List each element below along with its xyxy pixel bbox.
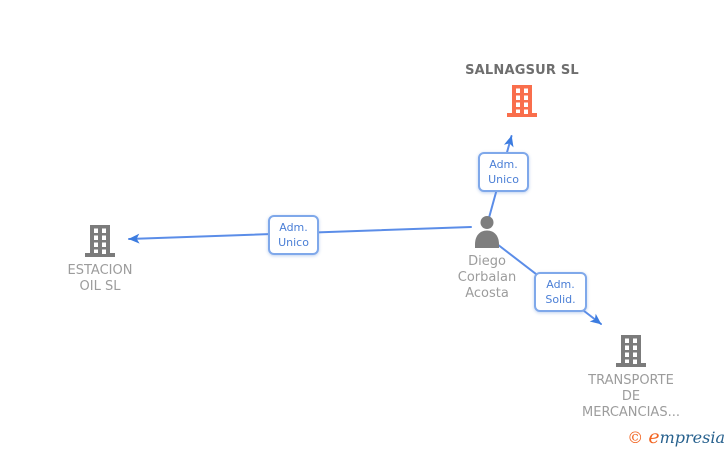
relation-label-adm-solid-transporte: Adm. Solid. xyxy=(534,272,587,312)
person-node-diego-corbalan-acosta[interactable]: Diego Corbalan Acosta xyxy=(427,216,547,302)
empresia-logo[interactable]: © empresia xyxy=(627,426,725,448)
company-name-salnagsur[interactable]: SALNAGSUR SL xyxy=(465,63,579,78)
person-name: Diego Corbalan Acosta xyxy=(457,254,517,301)
brand-text: mpresia xyxy=(659,428,725,447)
relation-label-adm-unico-salnagsur: Adm. Unico xyxy=(478,152,529,192)
building-icon xyxy=(85,225,115,257)
company-name-estacion-oil: ESTACION OIL SL xyxy=(67,263,133,294)
company-node-estacion-oil[interactable]: ESTACION OIL SL xyxy=(40,225,160,295)
building-icon xyxy=(616,335,646,367)
company-node-salnagsur[interactable] xyxy=(507,85,537,117)
person-icon xyxy=(475,216,499,248)
company-node-transporte-mercancias[interactable]: TRANSPORTE DE MERCANCIAS... xyxy=(571,335,691,421)
relation-label-adm-unico-estacion: Adm. Unico xyxy=(268,215,319,255)
brand-initial: e xyxy=(648,426,660,448)
company-name-transporte-mercancias: TRANSPORTE DE MERCANCIAS... xyxy=(582,373,680,420)
copyright-symbol: © xyxy=(627,428,644,447)
building-icon xyxy=(507,85,537,117)
